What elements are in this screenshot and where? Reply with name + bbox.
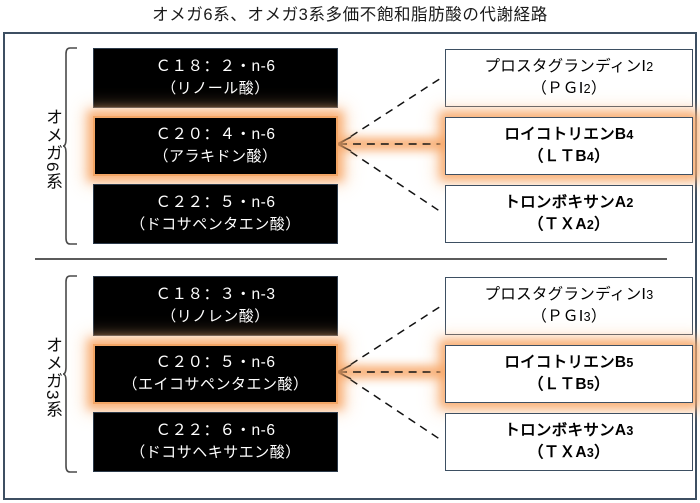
lipid-box-docosapentaenoic-acid-n6: Ｃ２２：５・n-6 （ドコサペンタエン酸） [93, 184, 338, 244]
eicosanoid-box-prostaglandin-i2: プロスタグランディンⅠ2 （ＰＧⅠ2） [445, 49, 693, 107]
lipid-box-linolenic-acid: Ｃ１８：３・n-3 （リノレン酸） [93, 276, 338, 336]
diagram-frame: オメガ6系 Ｃ１８：２・n-6 （リノール酸） Ｃ２０：４・n-6 （アラキドン… [3, 32, 697, 500]
highlight-glow-bar-omega6 [335, 138, 451, 150]
lipid-formula: Ｃ２０：５・n-6 [155, 354, 276, 371]
lipid-common-name: （エイコサペンタエン酸） [122, 376, 309, 393]
eicosanoid-abbrev: （ＰＧⅠ2） [531, 80, 607, 97]
lipid-box-linoleic-acid: Ｃ１８：２・n-6 （リノール酸） [93, 48, 338, 108]
eicosanoid-abbrev: （ＴＸA3） [528, 444, 610, 461]
section-omega6: オメガ6系 Ｃ１８：２・n-6 （リノール酸） Ｃ２０：４・n-6 （アラキドン… [5, 34, 695, 258]
group-label-omega3: オメガ3系 [43, 335, 62, 419]
lipid-common-name: （リノレン酸） [161, 308, 270, 325]
lipid-box-arachidonic-acid: Ｃ２０：４・n-6 （アラキドン酸） [93, 116, 338, 176]
lipid-formula: Ｃ２２：６・n-6 [155, 422, 276, 439]
lipid-formula: Ｃ１８：３・n-3 [155, 286, 276, 303]
eicosanoid-abbrev: （ＴＸA2） [528, 216, 610, 233]
group-brace-omega6 [63, 47, 77, 245]
lipid-common-name: （リノール酸） [161, 80, 270, 97]
eicosanoid-name: ロイコトリエンB5 [504, 354, 634, 371]
eicosanoid-abbrev: （ＬＴB4） [528, 148, 610, 165]
page-title: オメガ6系、オメガ3系多価不飽和脂肪酸の代謝経路 [152, 6, 548, 24]
eicosanoid-name: ロイコトリエンB4 [504, 126, 634, 143]
eicosanoid-box-leukotriene-b5: ロイコトリエンB5 （ＬＴB5） [445, 345, 693, 403]
lipid-common-name: （ドコサヘキサエン酸） [130, 444, 301, 461]
lipid-common-name: （ドコサペンタエン酸） [130, 216, 301, 233]
eicosanoid-box-thromboxane-a3: トロンボキサンA3 （ＴＸA3） [445, 413, 693, 471]
eicosanoid-box-thromboxane-a2: トロンボキサンA2 （ＴＸA2） [445, 185, 693, 243]
group-label-omega6: オメガ6系 [43, 107, 62, 191]
lipid-formula: Ｃ２０：４・n-6 [155, 126, 276, 143]
eicosanoid-box-prostaglandin-i3: プロスタグランディンⅠ3 （ＰＧⅠ3） [445, 277, 693, 335]
lipid-formula: Ｃ２２：５・n-6 [155, 194, 276, 211]
lipid-common-name: （アラキドン酸） [153, 148, 278, 165]
eicosanoid-abbrev: （ＰＧⅠ3） [531, 308, 607, 325]
highlight-glow-bar-omega3 [335, 366, 451, 378]
group-brace-omega3 [63, 275, 77, 473]
eicosanoid-name: トロンボキサンA2 [504, 194, 634, 211]
lipid-box-eicosapentaenoic-acid: Ｃ２０：５・n-6 （エイコサペンタエン酸） [93, 344, 338, 404]
eicosanoid-box-leukotriene-b4: ロイコトリエンB4 （ＬＴB4） [445, 117, 693, 175]
eicosanoid-name: トロンボキサンA3 [504, 422, 634, 439]
eicosanoid-abbrev: （ＬＴB5） [528, 376, 610, 393]
section-omega3: オメガ3系 Ｃ１８：３・n-3 （リノレン酸） Ｃ２０：５・n-6 （エイコサペ… [5, 262, 695, 486]
eicosanoid-name: プロスタグランディンⅠ3 [484, 286, 654, 303]
section-divider [35, 258, 667, 260]
lipid-formula: Ｃ１８：２・n-6 [155, 58, 276, 75]
eicosanoid-name: プロスタグランディンⅠ2 [484, 58, 654, 75]
lipid-box-docosahexaenoic-acid: Ｃ２２：６・n-6 （ドコサヘキサエン酸） [93, 412, 338, 472]
